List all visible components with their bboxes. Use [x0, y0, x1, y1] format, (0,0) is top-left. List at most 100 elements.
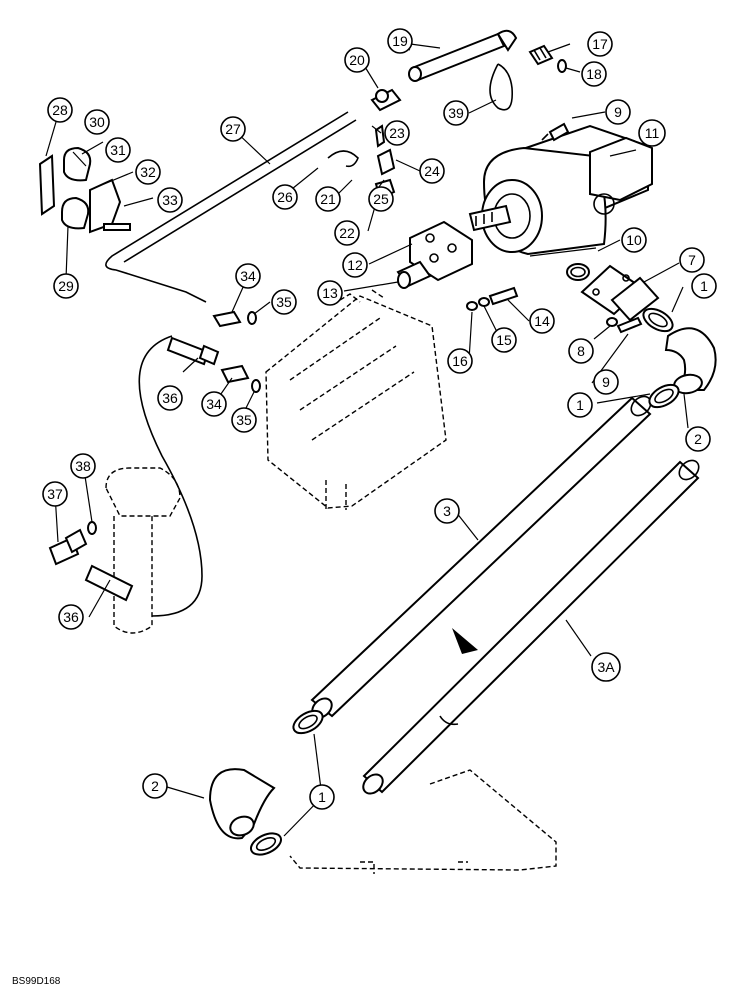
clamp-half-upper [63, 146, 92, 182]
hose-clamp-upper-a [648, 383, 680, 409]
svg-text:11: 11 [645, 125, 660, 141]
svg-text:25: 25 [373, 191, 389, 207]
callout-11: 11 [638, 119, 666, 147]
callout-17: 17 [587, 31, 613, 57]
hose-strap-39 [489, 63, 514, 111]
callout-14: 14 [529, 308, 555, 334]
svg-text:33: 33 [162, 192, 178, 208]
outlet-fitting-block [409, 220, 473, 282]
elbow-hose-lower [208, 768, 276, 840]
svg-text:18: 18 [586, 66, 602, 82]
control-valve-body [265, 289, 447, 510]
suction-tube-3a [362, 459, 700, 795]
flow-direction-arrow [452, 628, 478, 654]
o-ring-38 [87, 521, 97, 535]
callout-3: 3 [434, 498, 460, 524]
hose-clamp-lower-b [250, 832, 282, 856]
svg-text:36: 36 [63, 609, 79, 625]
callout-29: 29 [53, 273, 79, 299]
figure-reference-code: BS99D168 [12, 976, 61, 987]
callout-1: 1 [567, 392, 593, 418]
callout-33: 33 [157, 187, 183, 213]
callout-3a: 3A [591, 652, 621, 682]
svg-text:14: 14 [534, 313, 550, 329]
bolt-9-lower [616, 316, 643, 334]
o-ring-10 [566, 263, 590, 281]
bolt-33 [103, 223, 131, 231]
washer-16 [466, 301, 478, 311]
callout-2: 2 [142, 773, 168, 799]
svg-text:34: 34 [206, 396, 222, 412]
callout-36: 36 [58, 604, 84, 630]
svg-text:19: 19 [392, 33, 408, 49]
svg-text:1: 1 [576, 397, 584, 413]
washer-8 [606, 317, 618, 327]
callout-16: 16 [447, 348, 473, 374]
svg-text:10: 10 [626, 232, 642, 248]
o-ring-35-lower [251, 379, 261, 393]
callout-19: 19 [387, 28, 413, 54]
svg-text:26: 26 [277, 189, 293, 205]
svg-text:8: 8 [577, 343, 585, 359]
svg-text:22: 22 [339, 225, 355, 241]
callout-35: 35 [271, 289, 297, 315]
tee-fitting-20 [370, 88, 402, 112]
svg-text:29: 29 [58, 278, 74, 294]
svg-text:27: 27 [225, 121, 241, 137]
callout-24: 24 [419, 158, 445, 184]
callout-32: 32 [135, 159, 161, 185]
callout-10: 10 [621, 227, 647, 253]
pressure-line-27 [105, 111, 357, 303]
svg-text:23: 23 [389, 125, 405, 141]
leader-lines [45, 40, 689, 837]
callout-7: 7 [679, 247, 705, 273]
callout-37: 37 [42, 481, 68, 507]
bracket-plate-28 [38, 154, 56, 216]
callout-13: 13 [317, 280, 343, 306]
svg-text:17: 17 [592, 36, 608, 52]
callout-39: 39 [443, 100, 469, 126]
svg-text:9: 9 [614, 104, 622, 120]
callout-28: 28 [47, 97, 73, 123]
callout-15: 15 [491, 327, 517, 353]
callout-34: 34 [201, 391, 227, 417]
callout-21: 21 [315, 186, 341, 212]
callout-18: 18 [581, 61, 607, 87]
svg-text:38: 38 [75, 458, 91, 474]
svg-text:1: 1 [318, 789, 326, 805]
callout-20: 20 [344, 47, 370, 73]
callout-27: 27 [220, 116, 246, 142]
svg-text:39: 39 [448, 105, 464, 121]
return-hose-36-lower [84, 564, 134, 602]
return-hose-36-upper [166, 336, 220, 366]
swivel-fitting-17 [528, 44, 554, 66]
callout-31: 31 [105, 137, 131, 163]
callout-2: 2 [685, 426, 711, 452]
svg-text:32: 32 [140, 164, 156, 180]
svg-text:36: 36 [162, 390, 178, 406]
svg-text:13: 13 [322, 285, 338, 301]
elbow-fitting-37 [48, 528, 88, 566]
svg-text:16: 16 [452, 353, 468, 369]
callout-34: 34 [235, 263, 261, 289]
o-ring-35-upper [247, 311, 257, 325]
callout-22: 22 [334, 220, 360, 246]
clamp-half-lower [61, 196, 90, 230]
callout-38: 38 [70, 453, 96, 479]
callout-30: 30 [84, 109, 110, 135]
washer-15 [478, 297, 490, 307]
callout-26: 26 [272, 184, 298, 210]
hydraulic-pump [468, 124, 653, 256]
svg-text:1: 1 [700, 278, 708, 294]
callout-12: 12 [342, 252, 368, 278]
o-ring-18 [557, 59, 567, 73]
callout-36: 36 [157, 385, 183, 411]
svg-text:37: 37 [47, 486, 63, 502]
callout-35: 35 [231, 407, 257, 433]
svg-text:24: 24 [424, 163, 440, 179]
callout-8: 8 [568, 338, 594, 364]
svg-text:31: 31 [110, 142, 126, 158]
inlet-flange [580, 264, 660, 322]
hose-clamp-upper-b [642, 307, 674, 333]
